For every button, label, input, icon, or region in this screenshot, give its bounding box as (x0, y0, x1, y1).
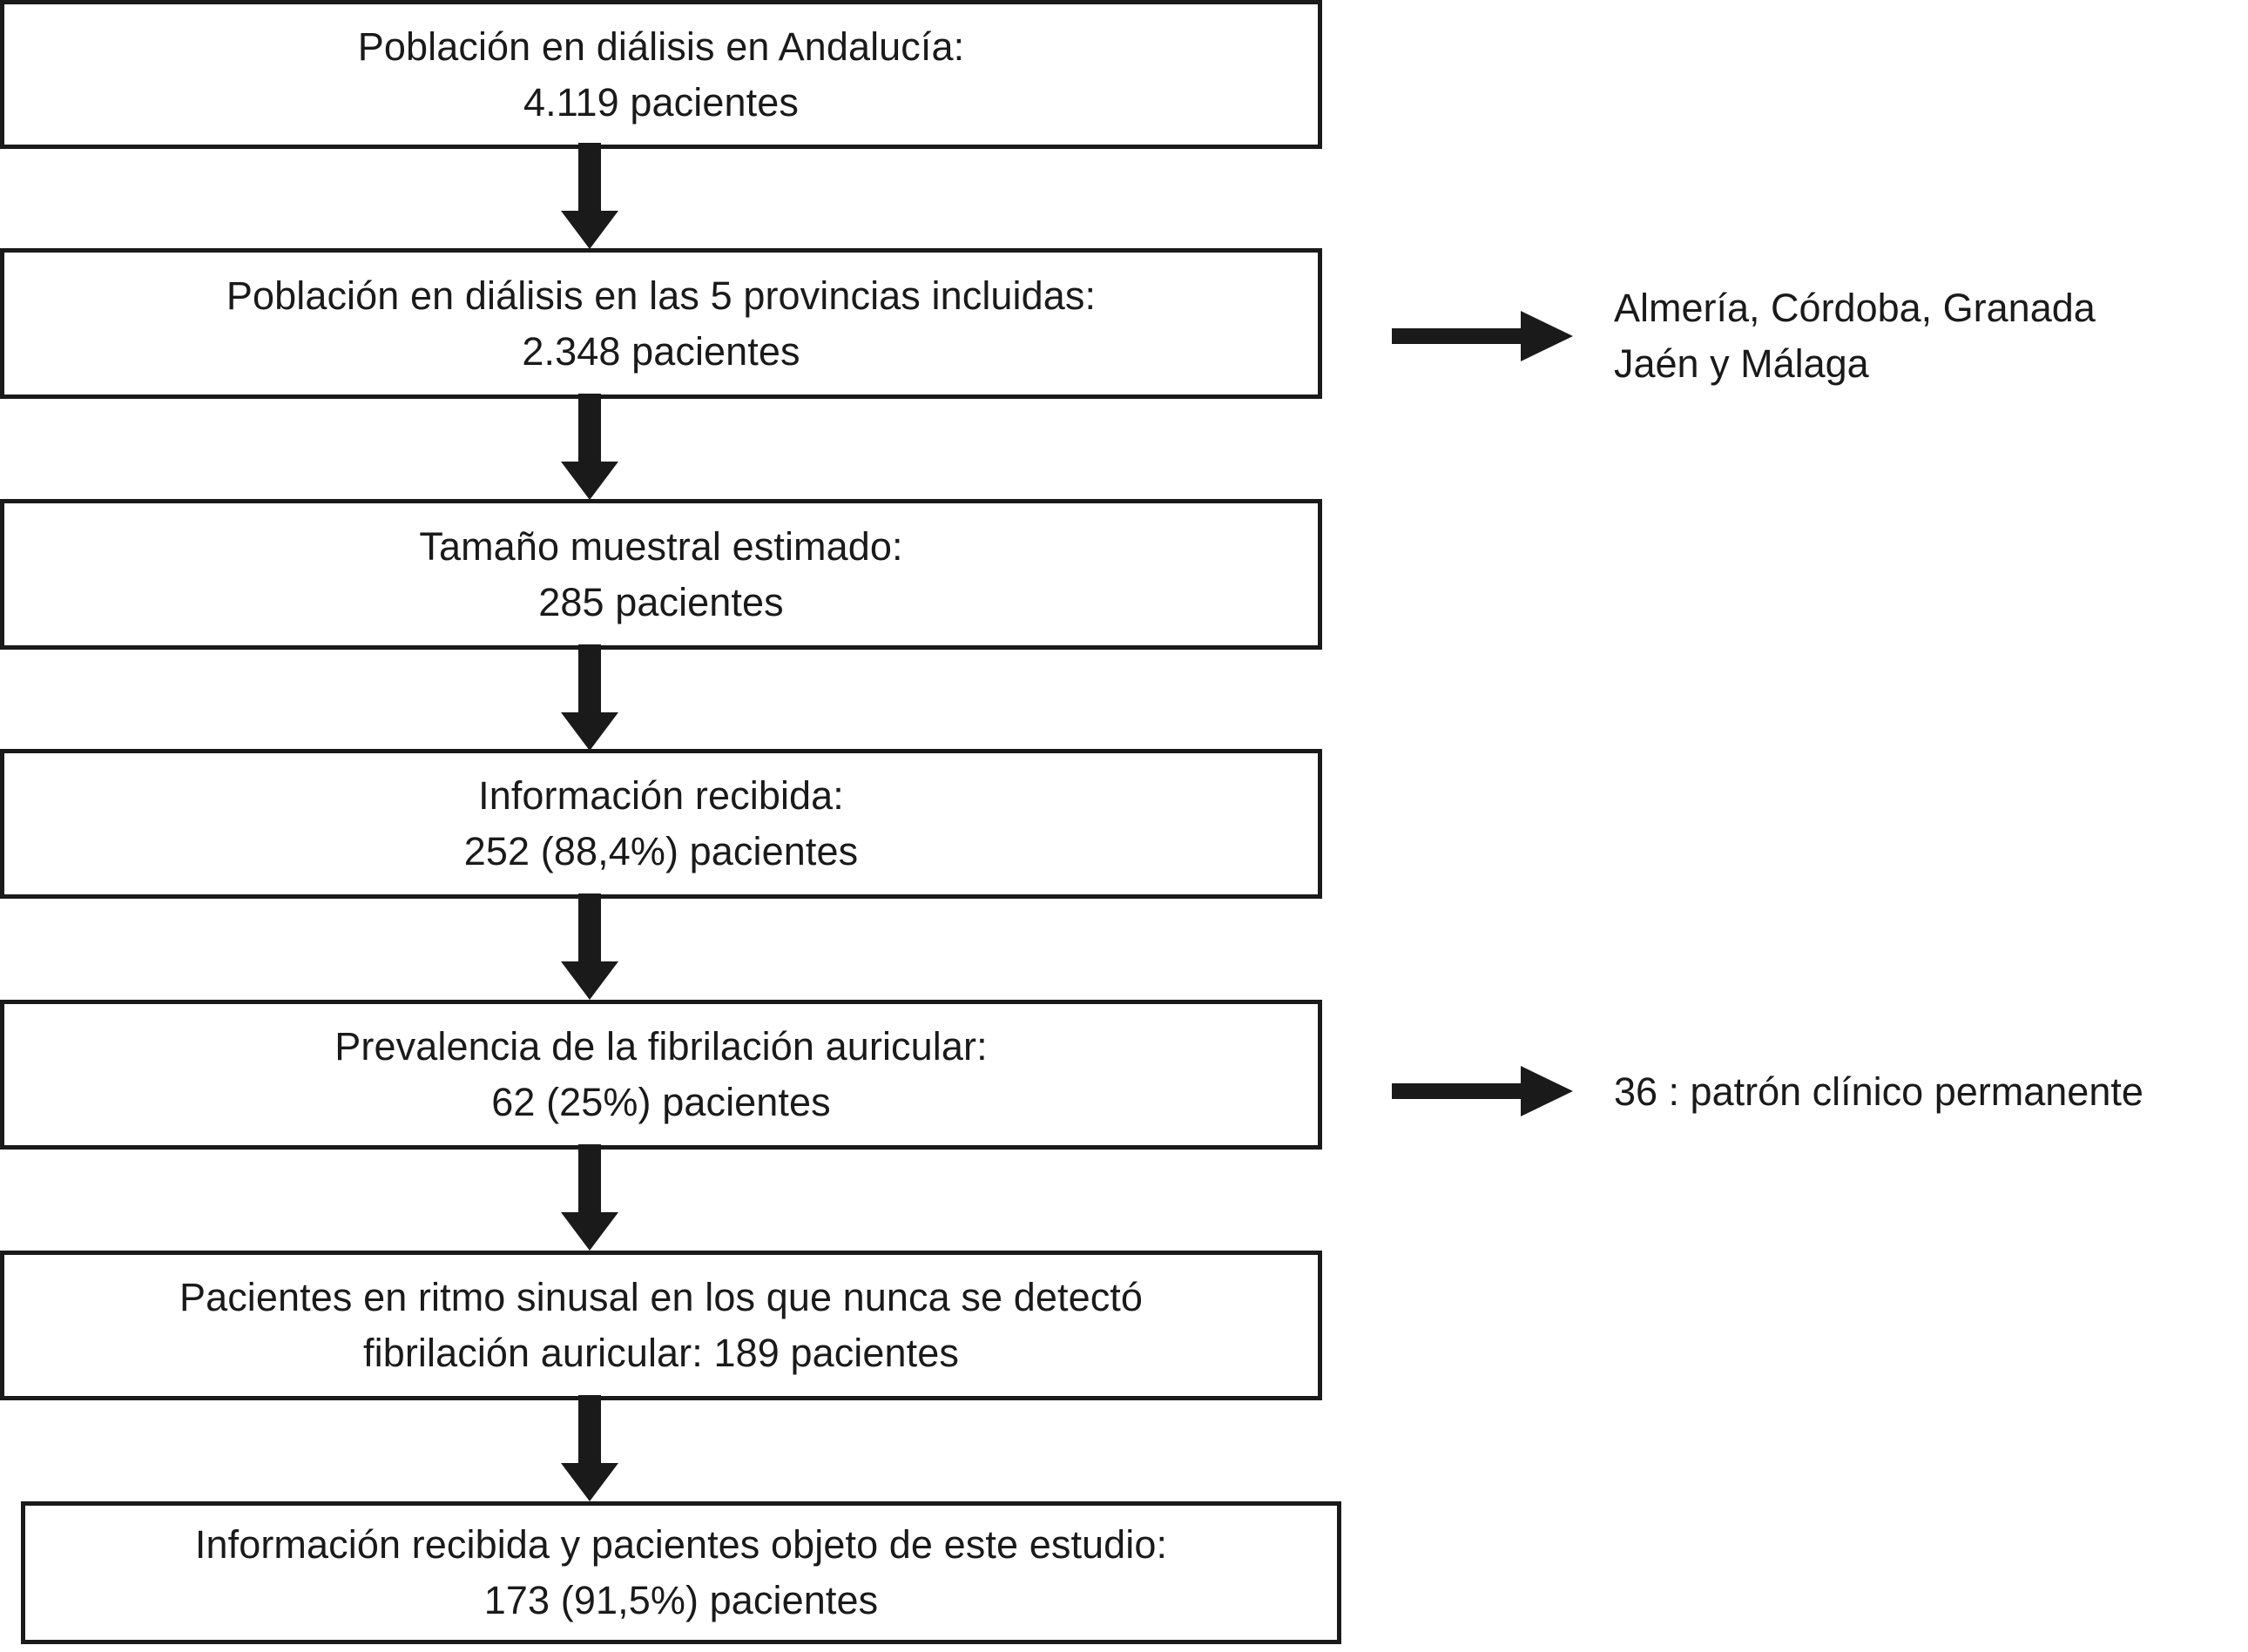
flow-node-af-prevalence: Prevalencia de la fibrilación auricular:… (0, 1000, 1322, 1150)
flow-node-study-population: Información recibida y pacientes objeto … (21, 1501, 1341, 1644)
flow-node-line: fibrilación auricular: 189 pacientes (363, 1331, 959, 1375)
flow-node-line: 252 (88,4%) pacientes (463, 829, 859, 873)
flow-node-line: Información recibida y pacientes objeto … (194, 1522, 1168, 1568)
flow-node-population-andalucia: Población en diálisis en Andalucía: 4.11… (0, 0, 1322, 149)
flow-node-line: 285 pacientes (538, 579, 784, 624)
arrow-right-n5-note2 (1392, 1066, 1573, 1116)
arrow-down-n6-n7 (561, 1395, 618, 1501)
flow-node-line: 62 (25%) pacientes (491, 1080, 831, 1124)
arrow-right-n2-note1 (1392, 311, 1573, 361)
flow-node-population-5-provinces: Población en diálisis en las 5 provincia… (0, 248, 1322, 399)
flow-node-estimated-sample-size: Tamaño muestral estimado: 285 pacientes (0, 499, 1322, 650)
arrow-down-n3-n4 (561, 644, 618, 751)
flow-node-sinus-rhythm-patients: Pacientes en ritmo sinusal en los que nu… (0, 1251, 1322, 1400)
flow-node-line: 173 (91,5%) pacientes (483, 1578, 879, 1622)
flow-node-information-received: Información recibida: 252 (88,4%) pacien… (0, 749, 1322, 899)
side-note-provinces: Almería, Córdoba, Granada Jaén y Málaga (1614, 280, 2096, 392)
side-note-permanent-pattern: 36 : patrón clínico permanente (1614, 1064, 2143, 1120)
flow-node-line: Tamaño muestral estimado: (419, 523, 903, 569)
flow-node-line: Población en diálisis en Andalucía: (357, 24, 965, 69)
flow-node-line: Información recibida: (478, 773, 844, 819)
flow-node-line: 2.348 pacientes (522, 328, 800, 374)
arrow-down-n2-n3 (561, 394, 618, 500)
flow-node-line: Pacientes en ritmo sinusal en los que nu… (179, 1275, 1144, 1320)
arrow-down-n1-n2 (561, 143, 618, 249)
side-note-line: 36 : patrón clínico permanente (1614, 1069, 2143, 1114)
arrow-down-n5-n6 (561, 1144, 618, 1251)
side-note-line: Jaén y Málaga (1614, 341, 1869, 386)
flow-node-line: Población en diálisis en las 5 provincia… (226, 273, 1097, 318)
arrow-down-n4-n5 (561, 893, 618, 1000)
flow-node-line: Prevalencia de la fibrilación auricular: (334, 1024, 988, 1069)
flow-node-line: 4.119 pacientes (523, 79, 799, 125)
side-note-line: Almería, Córdoba, Granada (1614, 286, 2096, 330)
